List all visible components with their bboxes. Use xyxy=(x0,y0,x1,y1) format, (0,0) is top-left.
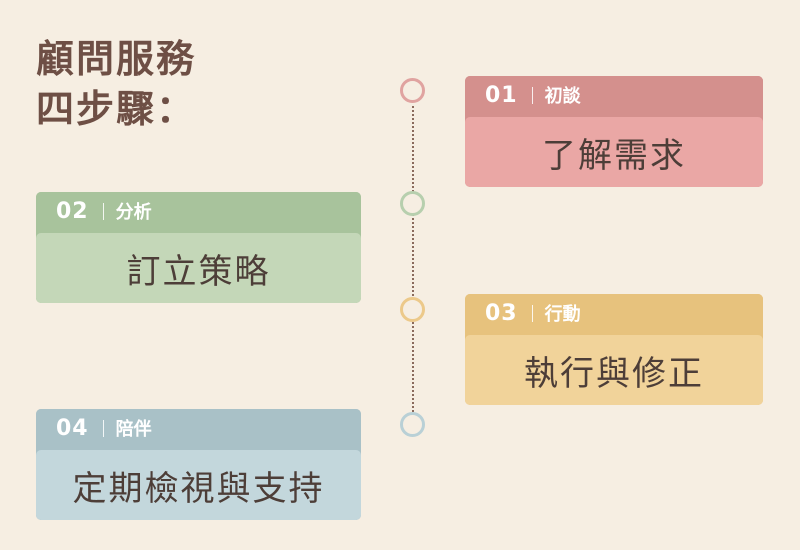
step-card-3: 03 行動 執行與修正 xyxy=(465,294,763,405)
timeline-node-4 xyxy=(400,412,425,437)
step-card-2: 02 分析 訂立策略 xyxy=(36,192,361,303)
step-card-1: 01 初談 了解需求 xyxy=(465,76,763,187)
diagram-title: 顧問服務 四步驟： xyxy=(36,34,196,134)
step-number: 01 xyxy=(485,82,518,108)
step-tag: 陪伴 xyxy=(115,419,152,440)
title-line-2: 四步驟： xyxy=(36,87,197,131)
title-line-1: 顧問服務 xyxy=(36,37,197,81)
step-tag: 分析 xyxy=(115,202,152,223)
step-card-2-header: 02 分析 xyxy=(36,192,361,230)
step-text: 定期檢視與支持 xyxy=(36,450,361,520)
step-tag: 初談 xyxy=(544,86,581,107)
timeline-connector xyxy=(412,106,414,412)
timeline-node-2 xyxy=(400,191,425,216)
step-text: 執行與修正 xyxy=(465,335,763,405)
step-card-1-header: 01 初談 xyxy=(465,76,763,114)
step-number: 03 xyxy=(485,300,518,326)
step-number: 04 xyxy=(56,415,89,441)
header-divider xyxy=(102,202,104,220)
step-card-4: 04 陪伴 定期檢視與支持 xyxy=(36,409,361,520)
header-divider xyxy=(102,419,104,437)
timeline-node-1 xyxy=(400,78,425,103)
step-tag: 行動 xyxy=(544,304,581,325)
step-number: 02 xyxy=(56,198,89,224)
header-divider xyxy=(531,304,533,322)
step-card-3-header: 03 行動 xyxy=(465,294,763,332)
header-divider xyxy=(531,86,533,104)
step-text: 訂立策略 xyxy=(36,233,361,303)
step-card-4-header: 04 陪伴 xyxy=(36,409,361,447)
step-text: 了解需求 xyxy=(465,117,763,187)
timeline-node-3 xyxy=(400,297,425,322)
